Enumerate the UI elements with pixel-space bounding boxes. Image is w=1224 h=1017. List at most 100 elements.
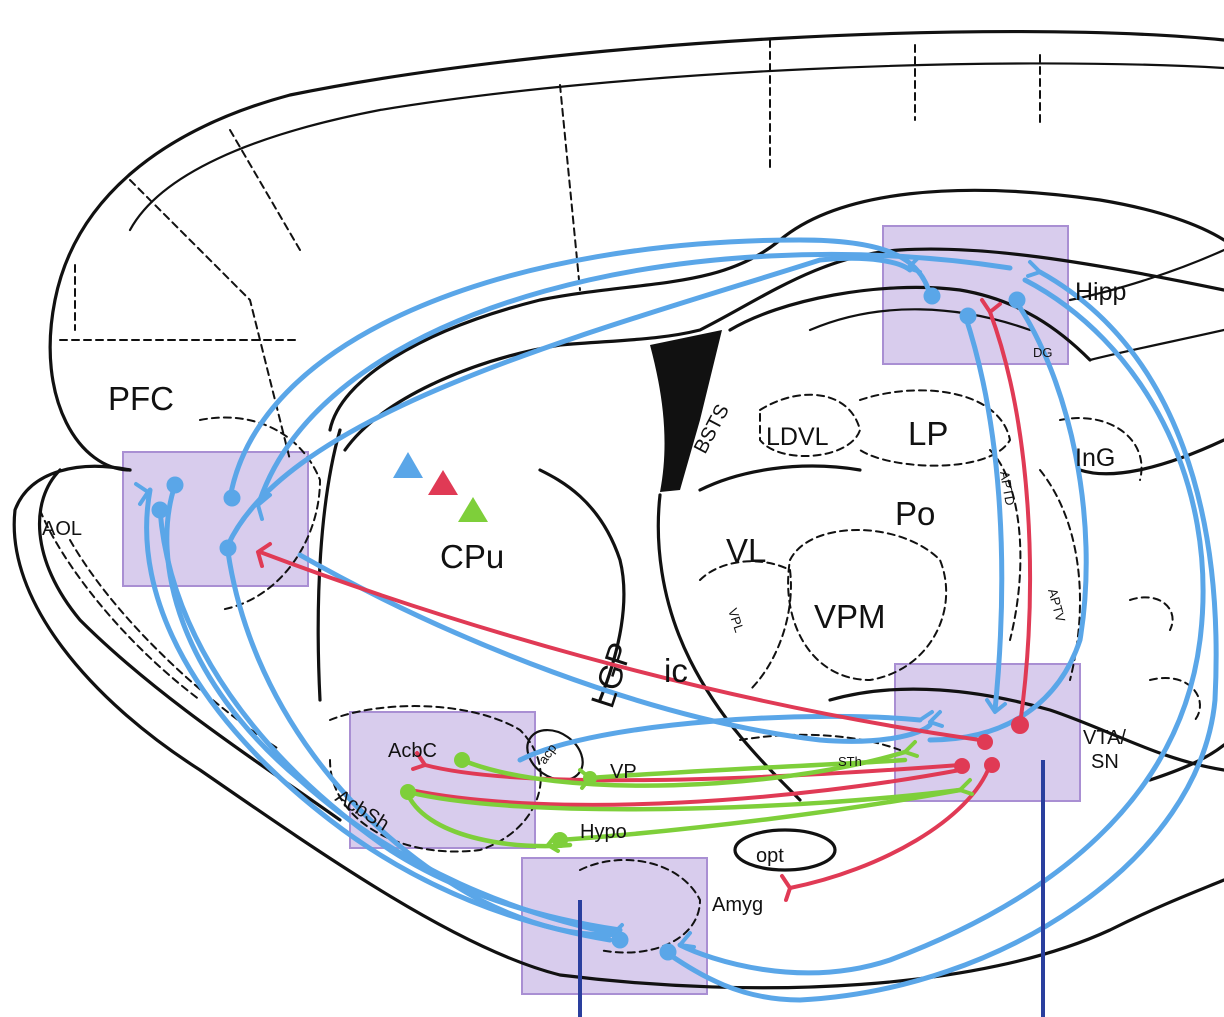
pfc-nucleus <box>199 416 322 611</box>
label-cpu: CPu <box>440 538 504 575</box>
blue-terminal-dot <box>1008 291 1026 309</box>
blue-terminal-dot <box>223 489 241 507</box>
lp-nucleus <box>859 389 1012 467</box>
hipp-fold-2 <box>808 308 1032 332</box>
hipp-fold-4 <box>1088 328 1224 362</box>
region-labels: PFC AOL CPu Hipp DG BSTS LDVL LP InG Po … <box>42 278 1126 916</box>
blue-hipp-to-amyg <box>677 277 1206 976</box>
label-ldvl: LDVL <box>766 423 829 451</box>
blue-fork <box>918 710 934 722</box>
cortex-division-4 <box>559 84 581 291</box>
blue-terminal-dot <box>923 287 941 305</box>
green-triangle-icon <box>458 497 488 522</box>
blue-terminal-dot <box>959 307 977 325</box>
label-vl: VL <box>726 532 766 569</box>
blue-pfc-to-amyg-3 <box>157 507 623 933</box>
aol-layer-1 <box>39 509 201 701</box>
label-amyg: Amyg <box>712 894 763 916</box>
blue-terminal-dot <box>166 476 184 494</box>
red-fork <box>256 542 272 568</box>
label-opt: opt <box>756 845 784 867</box>
red-vta-to-amyg <box>788 763 992 890</box>
blue-fork <box>906 256 922 274</box>
red-terminals <box>954 716 1029 774</box>
amyg-nucleus <box>579 859 702 954</box>
label-vta: VTA/ <box>1083 727 1126 749</box>
blue-hipp-to-amyg-2 <box>667 269 1219 1003</box>
blue-triangle-icon <box>393 452 423 478</box>
red-fork <box>980 298 1002 314</box>
blue-pfc-to-amyg-4 <box>225 549 613 938</box>
label-hypo: Hypo <box>580 821 627 843</box>
cortex-division-8 <box>229 129 301 251</box>
green-acb-to-vta-1 <box>459 749 908 788</box>
red-terminal-dot <box>954 758 970 774</box>
vpl-nucleus <box>699 560 792 691</box>
red-terminal-dot <box>977 734 993 750</box>
blue-projections <box>144 237 1219 1003</box>
opt-tract <box>733 828 837 872</box>
red-hipp-to-vta <box>988 310 1032 727</box>
blue-fork <box>610 923 624 937</box>
label-ic: ic <box>664 652 688 689</box>
blue-hipp-to-vta <box>962 312 1005 713</box>
green-terminal-dot <box>400 784 416 800</box>
label-ing: InG <box>1075 444 1115 472</box>
green-hypo-to-vta <box>557 787 963 843</box>
brainstem-nucleus-2 <box>1149 677 1201 721</box>
thalamus-top <box>698 464 862 492</box>
blue-pfc-to-vta <box>297 552 933 744</box>
green-fork <box>903 740 919 758</box>
label-aptd: APTD <box>997 470 1018 507</box>
hipp-fold-3 <box>1068 248 1224 302</box>
green-fork <box>578 768 592 790</box>
cortex-outer-edge <box>48 29 1224 472</box>
label-aol: AOL <box>42 518 82 540</box>
red-fork <box>411 751 427 771</box>
brainstem-line-1 <box>1078 438 1224 476</box>
electrode-rods <box>578 760 1045 1017</box>
cpu-markers <box>393 452 488 522</box>
blue-hipp-to-vta-2 <box>927 297 1089 743</box>
brainstem-nucleus-1 <box>1129 596 1174 631</box>
blue-fork <box>985 698 1007 714</box>
green-fork <box>546 833 560 853</box>
green-projections <box>405 749 963 849</box>
label-sth: STh <box>838 754 862 769</box>
synapse-forks <box>134 256 1042 949</box>
blue-terminal-dot <box>611 931 629 949</box>
blue-fork <box>928 710 944 728</box>
label-acbc: AcbC <box>388 740 437 762</box>
green-acb-to-vta-2 <box>405 787 963 812</box>
red-terminal-dot <box>1011 716 1029 734</box>
blue-fork <box>256 493 272 521</box>
blue-pfc-to-hipp-1 <box>227 237 933 501</box>
label-vp: VP <box>610 761 637 783</box>
label-vpl: VPL <box>725 606 747 634</box>
aptv-nucleus <box>1039 469 1081 681</box>
blue-fork <box>1026 260 1042 278</box>
blue-acb-to-vta <box>517 713 923 763</box>
striatum-left-edge <box>316 428 342 702</box>
brain-ventral-edge <box>12 464 1224 990</box>
sth-region <box>739 733 901 751</box>
label-lgp: LGP <box>583 638 639 712</box>
label-po: Po <box>895 495 935 532</box>
label-aptv: APTV <box>1045 587 1068 624</box>
lgp-boundary <box>538 468 626 702</box>
acb-nucleus <box>329 705 542 853</box>
blue-terminal-dot <box>659 943 677 961</box>
green-vp-to-vta <box>587 757 908 781</box>
red-triangle-icon <box>428 470 458 495</box>
blue-terminal-dot <box>219 539 237 557</box>
label-dg: DG <box>1033 345 1053 360</box>
label-pfc: PFC <box>108 380 174 417</box>
pfc-region-box <box>122 451 309 587</box>
label-sn: SN <box>1091 751 1119 773</box>
blue-fork <box>678 931 696 949</box>
label-vpm: VPM <box>814 598 886 635</box>
red-terminal-dot <box>984 757 1000 773</box>
red-projections <box>258 310 1032 890</box>
